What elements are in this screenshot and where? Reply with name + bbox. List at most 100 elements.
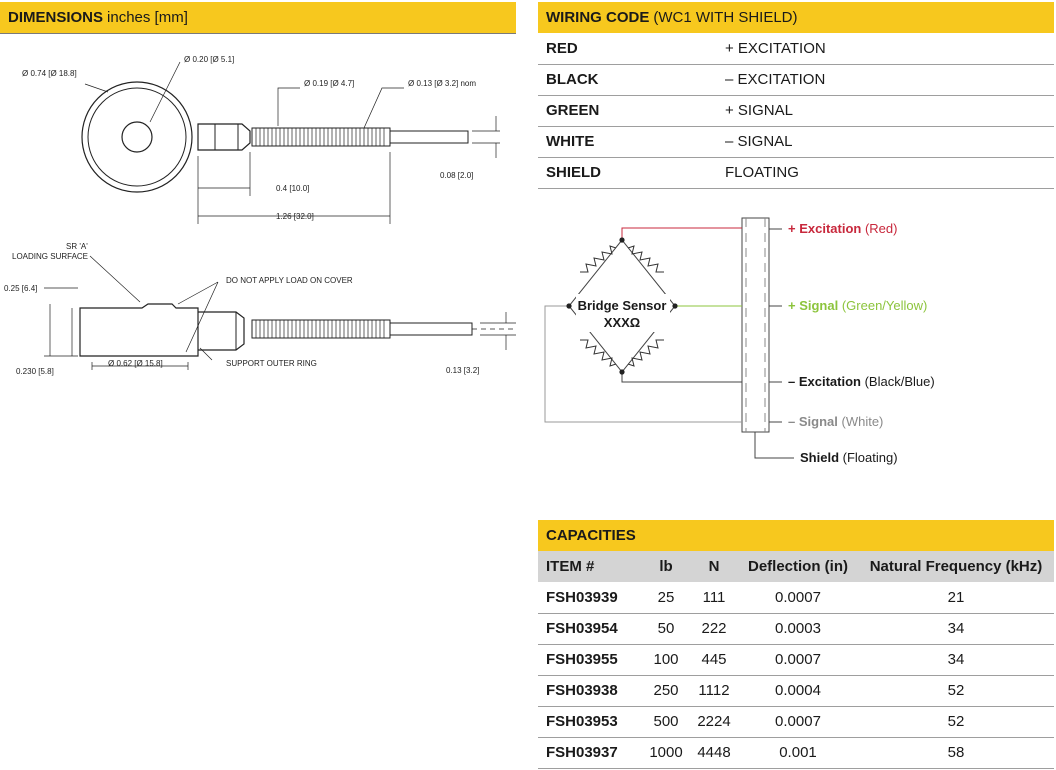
dim-outer-diameter: Ø 0.74 [Ø 18.8] — [22, 69, 77, 78]
wire-color: GREEN — [538, 95, 725, 127]
item-number: FSH03954 — [538, 613, 642, 645]
label-exc-neg: – Excitation (Black/Blue) — [788, 374, 935, 389]
natural-frequency: 21 — [858, 582, 1054, 614]
dim-overall-length: 1.26 [32.0] — [276, 212, 314, 221]
wiring-title: WIRING CODE — [546, 9, 650, 26]
capacity-n: 445 — [690, 644, 738, 676]
side-view-cable — [389, 322, 473, 336]
wiring-table: RED+ EXCITATION BLACK– EXCITATION GREEN+… — [538, 33, 1054, 189]
bridge-resistor-4 — [627, 339, 664, 367]
wire-function: – SIGNAL — [725, 126, 1054, 158]
bridge-label: Bridge Sensor — [578, 298, 667, 313]
capacity-lb: 1000 — [642, 737, 690, 769]
side-view-body — [79, 303, 199, 357]
natural-frequency: 52 — [858, 675, 1054, 707]
col-lb: lb — [642, 551, 690, 582]
dim-side-offset: 0.13 [3.2] — [446, 366, 479, 375]
capacity-n: 111 — [690, 582, 738, 614]
label-sig-neg: – Signal (White) — [788, 414, 883, 429]
wire-white — [544, 305, 742, 423]
wiring-row: WHITE– SIGNAL — [538, 126, 1054, 158]
top-view-cable — [389, 130, 469, 144]
label-shield: Shield (Floating) — [800, 450, 898, 465]
dim-button-diameter: Ø 0.20 [Ø 5.1] — [184, 55, 234, 64]
dim-connector-length: 0.4 [10.0] — [276, 184, 309, 193]
exc-pos-wire: (Red) — [865, 221, 898, 236]
bridge-resistance: XXXΩ — [604, 315, 640, 330]
wiring-header: WIRING CODE (WC1 WITH SHIELD) — [538, 2, 1054, 33]
capacity-n: 1112 — [690, 675, 738, 707]
wire-shield — [754, 432, 794, 459]
top-view-outer-ring — [81, 81, 193, 193]
dimensions-units: inches [mm] — [107, 9, 188, 26]
wiring-diagram: Bridge Sensor XXXΩ + Excitation (Red) + … — [544, 217, 935, 465]
natural-frequency: 34 — [858, 644, 1054, 676]
dim-no-load-note: DO NOT APPLY LOAD ON COVER — [226, 276, 353, 285]
sig-neg-wire: (White) — [841, 414, 883, 429]
item-number: FSH03953 — [538, 706, 642, 738]
deflection: 0.0007 — [738, 644, 858, 676]
capacities-header-row: ITEM # lb N Deflection (in) Natural Freq… — [538, 551, 1054, 582]
top-view-connector — [197, 123, 251, 151]
wire-color: WHITE — [538, 126, 725, 158]
item-number: FSH03938 — [538, 675, 642, 707]
dim-ring-diameter: Ø 0.62 [Ø 15.8] — [108, 359, 163, 368]
item-number: FSH03937 — [538, 737, 642, 769]
dim-connector-diameter: Ø 0.19 [Ø 4.7] — [304, 79, 354, 88]
bridge-label-bg — [576, 294, 670, 332]
deflection: 0.0003 — [738, 613, 858, 645]
natural-frequency: 34 — [858, 613, 1054, 645]
wiring-row: RED+ EXCITATION — [538, 33, 1054, 65]
sig-pos-name: + Signal — [788, 298, 838, 313]
dim-support-note: SUPPORT OUTER RING — [226, 359, 317, 368]
wire-color: SHIELD — [538, 157, 725, 189]
capacities-table: ITEM # lb N Deflection (in) Natural Freq… — [538, 551, 1054, 769]
wire-function: – EXCITATION — [725, 64, 1054, 96]
dim-cable-diameter: Ø 0.13 [Ø 3.2] nom — [408, 79, 476, 88]
top-view-button — [121, 121, 153, 153]
sig-pos-wire: (Green/Yellow) — [842, 298, 928, 313]
capacity-lb: 25 — [642, 582, 690, 614]
exc-neg-wire: (Black/Blue) — [865, 374, 935, 389]
dim-body-height: 0.230 [5.8] — [16, 367, 54, 376]
bridge-resistor-3 — [580, 339, 617, 367]
dimensions-header: DIMENSIONS inches [mm] — [0, 2, 516, 33]
col-deflection: Deflection (in) — [738, 551, 858, 582]
capacity-n: 2224 — [690, 706, 738, 738]
col-frequency: Natural Frequency (kHz) — [858, 551, 1054, 582]
shield-wire: (Floating) — [843, 450, 898, 465]
capacities-title: CAPACITIES — [546, 527, 636, 544]
capacity-lb: 500 — [642, 706, 690, 738]
col-n: N — [690, 551, 738, 582]
shield-name: Shield — [800, 450, 839, 465]
wiring-subtitle: (WC1 WITH SHIELD) — [653, 9, 798, 26]
deflection: 0.0007 — [738, 706, 858, 738]
dimensions-divider — [0, 33, 516, 34]
wire-function: + EXCITATION — [725, 33, 1054, 65]
bridge-resistor-2 — [627, 245, 664, 273]
dimensions-title: DIMENSIONS — [8, 9, 104, 26]
wire-color: RED — [538, 33, 725, 65]
wiring-row: BLACK– EXCITATION — [538, 64, 1054, 96]
wire-red — [621, 227, 742, 240]
exc-pos-name: + Excitation — [788, 221, 861, 236]
capacity-lb: 50 — [642, 613, 690, 645]
bridge-resistor-1 — [580, 245, 617, 273]
deflection: 0.001 — [738, 737, 858, 769]
top-view-inner-ring — [87, 87, 187, 187]
col-item: ITEM # — [538, 551, 642, 582]
item-number: FSH03939 — [538, 582, 642, 614]
side-view-connector — [198, 311, 245, 351]
deflection: 0.0007 — [738, 582, 858, 614]
side-view-spring — [251, 319, 391, 339]
dimension-drawing: Ø 0.74 [Ø 18.8] Ø 0.20 [Ø 5.1] Ø 0.19 [Ø… — [4, 55, 516, 376]
deflection: 0.0004 — [738, 675, 858, 707]
wire-function: + SIGNAL — [725, 95, 1054, 127]
exc-neg-name: – Excitation — [788, 374, 861, 389]
dim-sr-label: SR 'A' — [66, 242, 88, 251]
